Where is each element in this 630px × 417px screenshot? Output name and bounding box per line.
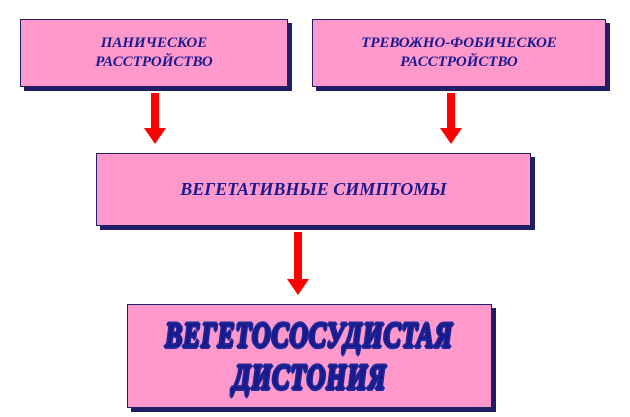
vegetovascular-dystonia-box: ВЕГЕТОСОСУДИСТАЯ ДИСТОНИЯ bbox=[127, 304, 492, 408]
phobic-line-2: РАССТРОЙСТВО bbox=[400, 54, 518, 70]
dystonia-line-2: ДИСТОНИЯ bbox=[232, 357, 387, 397]
anxiety-phobic-disorder-box: ТРЕВОЖНО-ФОБИЧЕСКОЕ РАССТРОЙСТВО bbox=[312, 19, 606, 87]
panic-line-1: ПАНИЧЕСКОЕ bbox=[100, 35, 208, 51]
anxiety-phobic-label: ТРЕВОЖНО-ФОБИЧЕСКОЕ РАССТРОЙСТВО bbox=[361, 34, 557, 72]
vegetative-symptoms-box: ВЕГЕТАТИВНЫЕ СИМПТОМЫ bbox=[96, 153, 531, 226]
phobic-line-1: ТРЕВОЖНО-ФОБИЧЕСКОЕ bbox=[361, 35, 557, 51]
panic-disorder-box: ПАНИЧЕСКОЕ РАССТРОЙСТВО bbox=[20, 19, 288, 87]
panic-line-2: РАССТРОЙСТВО bbox=[95, 54, 213, 70]
dystonia-line-1: ВЕГЕТОСОСУДИСТАЯ bbox=[165, 315, 454, 355]
vegetative-symptoms-label: ВЕГЕТАТИВНЫЕ СИМПТОМЫ bbox=[180, 179, 447, 199]
panic-disorder-label: ПАНИЧЕСКОЕ РАССТРОЙСТВО bbox=[95, 34, 212, 72]
